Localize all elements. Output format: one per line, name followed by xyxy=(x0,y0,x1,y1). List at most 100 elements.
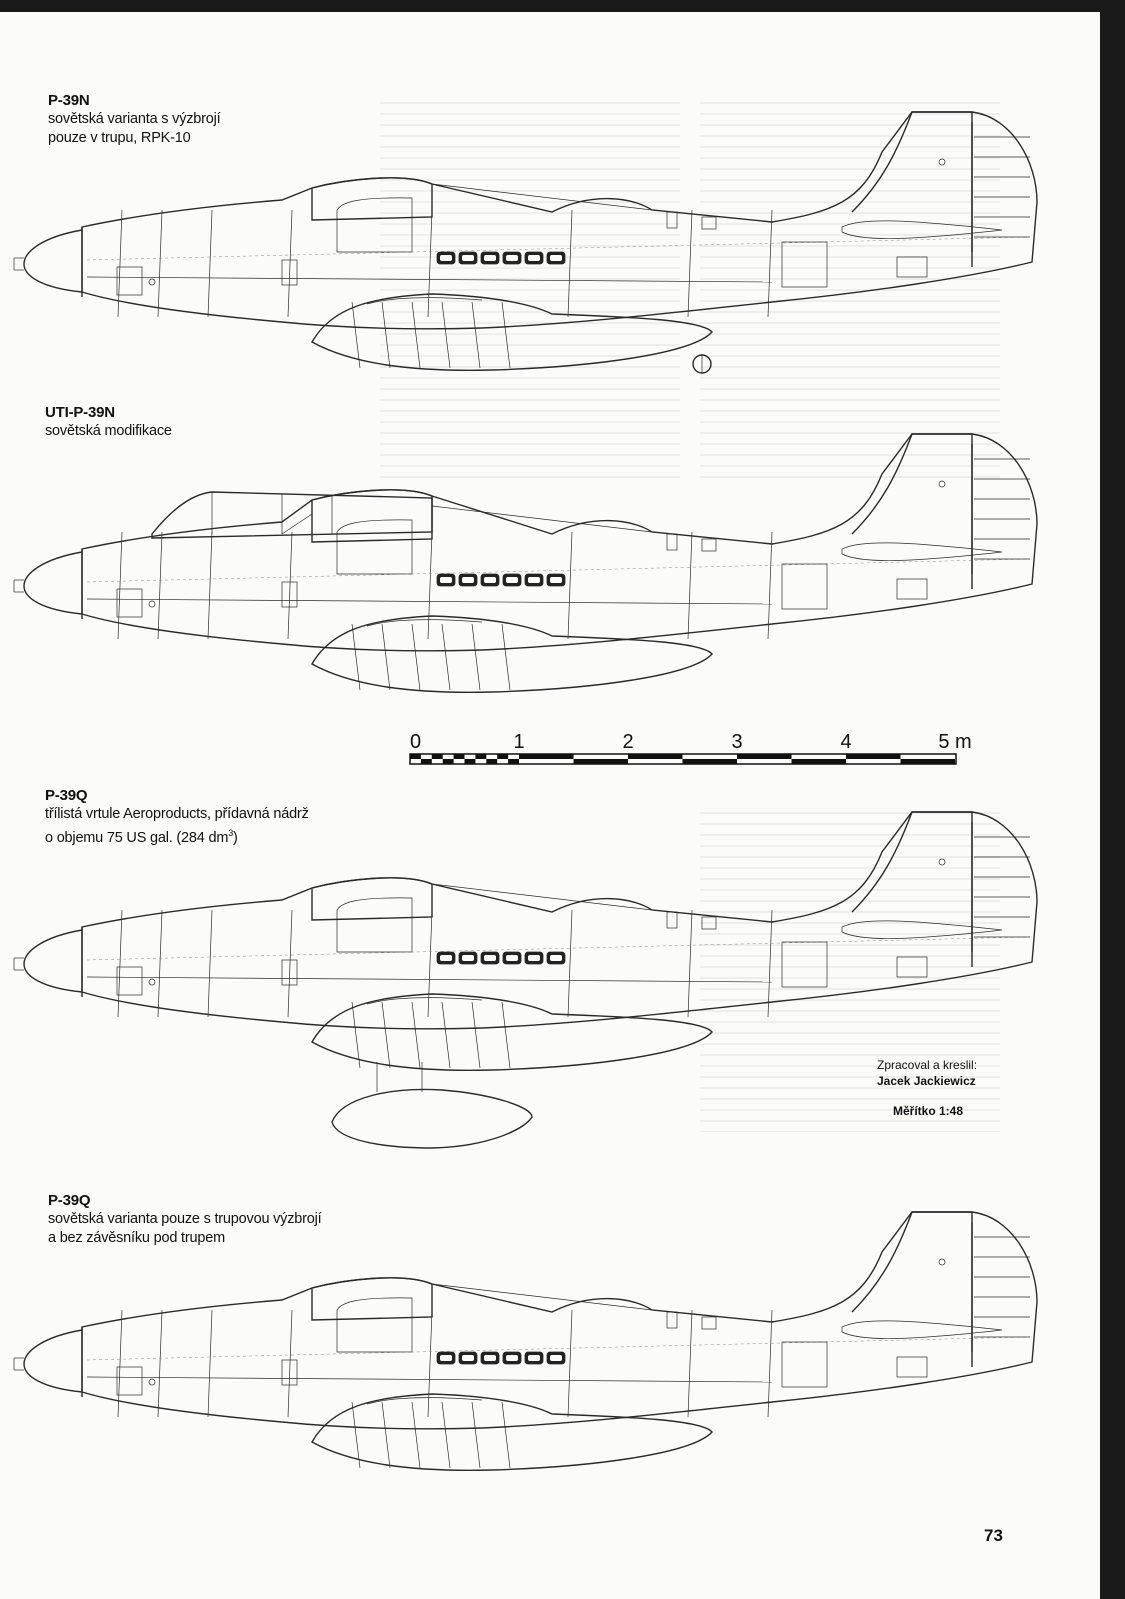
vent xyxy=(666,1311,678,1329)
wing-rib xyxy=(381,1401,391,1469)
access-panel xyxy=(116,266,143,296)
access-panel xyxy=(281,959,298,986)
panel-line xyxy=(567,1309,573,1418)
exhaust-opening xyxy=(506,1355,518,1361)
scale-segment xyxy=(475,754,487,759)
access-panel xyxy=(116,588,143,618)
panel-line xyxy=(767,209,773,318)
show-through-text xyxy=(700,102,1000,482)
panel-line xyxy=(86,1376,773,1383)
scale-label: 2 xyxy=(622,731,633,753)
exhaust-opening xyxy=(550,255,562,261)
wing-rib xyxy=(351,623,361,691)
tailplane xyxy=(841,220,1003,239)
spinner-outline xyxy=(23,929,83,993)
access-panel xyxy=(896,578,928,600)
drawing-p39n xyxy=(12,92,1052,392)
drawing-uti-p39n xyxy=(12,414,1052,714)
fastener xyxy=(938,480,946,488)
fastener xyxy=(148,978,156,986)
exhaust-opening xyxy=(484,577,496,583)
caption-line: a bez závěsníku pod trupem xyxy=(48,1230,225,1246)
wing-rib xyxy=(351,1401,361,1469)
exhaust-opening xyxy=(462,577,474,583)
drawing-p39q-tank xyxy=(12,792,1052,1152)
scale-segment xyxy=(628,754,683,759)
scale-segment xyxy=(791,759,846,764)
exhaust-opening xyxy=(484,955,496,961)
scale-segment xyxy=(508,759,519,764)
fastener xyxy=(148,278,156,286)
fuselage-outline xyxy=(81,811,1038,1030)
scale-label: 0 xyxy=(410,731,421,753)
panel-line xyxy=(117,531,123,640)
wing-rib xyxy=(471,1401,481,1469)
scale-segment xyxy=(486,759,498,764)
panel-line xyxy=(427,209,433,318)
panel-line xyxy=(86,276,773,283)
caption-line: sovětská varianta s výzbrojí xyxy=(48,111,221,127)
exhaust-opening xyxy=(462,1355,474,1361)
exhaust-opening xyxy=(528,577,540,583)
caption-line: pouze v trupu, RPK-10 xyxy=(48,130,191,146)
scale-segment xyxy=(410,754,421,759)
exhaust-opening xyxy=(550,1355,562,1361)
drop-tank xyxy=(331,1088,533,1149)
drawing-scale: Měřítko 1:48 xyxy=(893,1104,964,1118)
show-through-text xyxy=(380,102,680,482)
exhaust-opening xyxy=(440,255,452,261)
wing-rib xyxy=(471,1001,481,1069)
fairing-edge xyxy=(366,1397,483,1405)
panel-line xyxy=(207,209,213,318)
datum-line xyxy=(86,1336,1028,1361)
panel-line xyxy=(687,1309,693,1418)
panel-line xyxy=(767,1309,773,1418)
access-panel xyxy=(781,241,828,288)
exhaust-opening xyxy=(440,577,452,583)
exhaust-opening xyxy=(462,955,474,961)
panel-line xyxy=(287,1309,293,1418)
access-panel xyxy=(781,1341,828,1388)
canopy xyxy=(311,489,433,543)
vent xyxy=(701,216,717,230)
cockpit-door xyxy=(336,197,413,253)
tailplane xyxy=(841,920,1003,939)
panel-line xyxy=(157,909,163,1018)
caption-title: P-39Q xyxy=(45,787,88,804)
spine-line xyxy=(431,183,653,211)
caption-p39q-soviet: P-39Q sovětská varianta pouze s trupovou… xyxy=(48,1192,322,1248)
drawing-p39q-soviet xyxy=(12,1192,1052,1492)
panel-line xyxy=(157,209,163,318)
panel-line xyxy=(567,531,573,640)
panel-line xyxy=(427,909,433,1018)
panel-line xyxy=(117,209,123,318)
canopy-frame xyxy=(281,513,313,535)
caption-line: sovětská varianta pouze s trupovou výzbr… xyxy=(48,1211,322,1227)
tailplane xyxy=(841,542,1003,561)
fin-outline xyxy=(851,433,973,574)
spine-line xyxy=(431,505,653,533)
exhaust-opening xyxy=(462,255,474,261)
vent xyxy=(701,1316,717,1330)
vent xyxy=(666,533,678,551)
datum-line xyxy=(86,236,1028,261)
scale-segment xyxy=(573,759,628,764)
exhaust-opening xyxy=(506,255,518,261)
fuselage-outline xyxy=(81,111,1038,330)
panel-line xyxy=(567,909,573,1018)
access-panel xyxy=(781,563,828,610)
fastener xyxy=(148,600,156,608)
fairing-edge xyxy=(366,997,483,1005)
spinner-outline xyxy=(23,229,83,293)
panel-line xyxy=(157,1309,163,1418)
canopy xyxy=(311,1277,433,1321)
exhaust-opening xyxy=(528,255,540,261)
access-panel xyxy=(281,1359,298,1386)
scale-segment xyxy=(519,754,574,759)
scale-label: 1 xyxy=(513,731,524,753)
access-panel xyxy=(896,1356,928,1378)
panel-line xyxy=(157,531,163,640)
panel-line xyxy=(287,531,293,640)
wing-rib xyxy=(441,301,451,369)
